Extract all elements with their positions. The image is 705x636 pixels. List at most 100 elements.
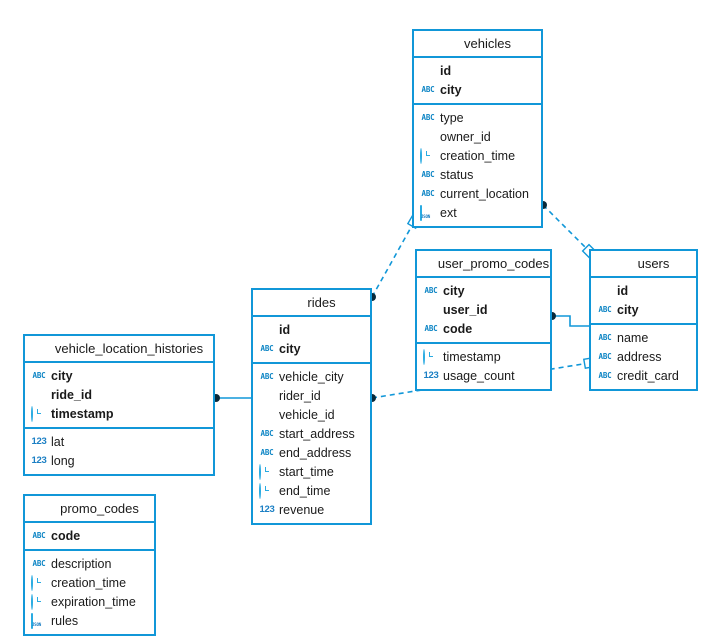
abc-icon-glyph: ABC [598, 305, 612, 314]
field-row[interactable]: user_id [417, 300, 550, 319]
field-label: vehicle_city [279, 369, 344, 384]
entity-header[interactable]: users [591, 251, 696, 278]
id-icon [420, 130, 434, 144]
abc-icon: ABC [259, 370, 274, 384]
abc-icon-glyph: ABC [421, 85, 435, 94]
field-row[interactable]: creation_time [414, 146, 541, 165]
field-row[interactable]: ABC credit_card [591, 366, 696, 385]
abc-icon-glyph: ABC [598, 352, 612, 361]
field-row[interactable]: end_time [253, 481, 370, 500]
table-icon [618, 257, 632, 271]
abc-icon: ABC [597, 303, 612, 317]
field-row[interactable]: ride_id [25, 385, 213, 404]
clock-icon [423, 348, 437, 365]
id-icon [31, 388, 45, 402]
entity-header[interactable]: vehicle_location_histories [25, 336, 213, 363]
field-row[interactable]: ext [414, 203, 541, 222]
field-row[interactable]: start_time [253, 462, 370, 481]
entity-name: users [637, 256, 670, 271]
field-label: city [440, 82, 462, 97]
entity-header[interactable]: vehicles [414, 31, 541, 58]
field-row[interactable]: ABC city [414, 80, 541, 99]
entity-header[interactable]: rides [253, 290, 370, 317]
field-row[interactable]: timestamp [417, 347, 550, 366]
field-label: start_address [279, 426, 355, 441]
field-row[interactable]: vehicle_id [253, 405, 370, 424]
field-row[interactable]: id [414, 61, 541, 80]
clock-icon-glyph [423, 348, 425, 365]
field-label: city [51, 368, 73, 383]
clock-icon-glyph [259, 463, 261, 480]
entity-name: promo_codes [60, 501, 139, 516]
field-row[interactable]: ABC description [25, 554, 154, 573]
id-icon [259, 323, 273, 337]
json-icon-glyph [31, 612, 33, 629]
field-row[interactable]: ABC city [25, 366, 213, 385]
field-label: credit_card [617, 368, 679, 383]
abc-icon-glyph: ABC [260, 372, 274, 381]
field-row[interactable]: ABC vehicle_city [253, 367, 370, 386]
entity-header[interactable]: promo_codes [25, 496, 154, 523]
field-label: id [617, 283, 629, 298]
123-icon: 123 [259, 503, 275, 517]
123-icon: 123 [31, 435, 47, 449]
field-row[interactable]: rider_id [253, 386, 370, 405]
clock-icon-glyph [31, 593, 33, 610]
field-label: ext [440, 205, 457, 220]
field-row[interactable]: owner_id [414, 127, 541, 146]
field-row[interactable]: id [253, 320, 370, 339]
field-row[interactable]: timestamp [25, 404, 213, 423]
123-icon-glyph: 123 [259, 504, 275, 515]
clock-icon-glyph [31, 574, 33, 591]
123-icon: 123 [423, 369, 439, 383]
abc-icon-glyph: ABC [424, 286, 438, 295]
field-row[interactable]: creation_time [25, 573, 154, 592]
abc-icon-glyph: ABC [32, 371, 46, 380]
abc-icon: ABC [31, 557, 46, 571]
field-label: name [617, 330, 649, 345]
field-label: user_id [443, 302, 488, 317]
abc-icon: ABC [597, 369, 612, 383]
relationship-vlh-to-rides[interactable] [212, 394, 251, 402]
abc-icon: ABC [259, 446, 274, 460]
abc-icon: ABC [420, 111, 435, 125]
relationship-upc-to-users[interactable] [548, 312, 589, 327]
field-row[interactable]: expiration_time [25, 592, 154, 611]
entity-header[interactable]: user_promo_codes [417, 251, 550, 278]
abc-icon: ABC [597, 350, 612, 364]
field-label: description [51, 556, 112, 571]
field-row[interactable]: rules [25, 611, 154, 630]
clock-icon [31, 405, 45, 422]
entity-name: vehicle_location_histories [54, 341, 204, 356]
relationship-rides-to-vehicles[interactable] [368, 214, 422, 301]
field-row[interactable]: id [591, 281, 696, 300]
